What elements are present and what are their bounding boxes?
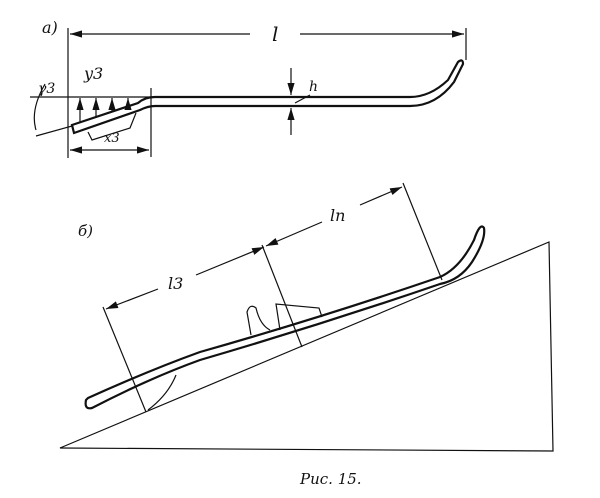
l3-label: l3 <box>168 274 184 293</box>
ln-dimension-line-right <box>359 186 403 206</box>
l3-extension-left <box>102 306 147 413</box>
x3-label: x3 <box>104 131 120 146</box>
middle-extension <box>261 244 303 348</box>
binding-plate-a <box>87 112 137 141</box>
ln-extension-right <box>402 182 443 281</box>
angle-arc <box>33 83 46 131</box>
ski-a <box>70 59 465 135</box>
heel-binding <box>246 305 271 336</box>
figure-b-label: б) <box>78 222 94 240</box>
figure-caption: Рис. 15. <box>300 470 362 488</box>
figure-a-drawing <box>30 28 467 158</box>
rear-support <box>147 374 177 411</box>
l3-dimension-line <box>105 288 159 310</box>
figure-a-label: а) <box>42 18 58 37</box>
h-leader <box>294 94 311 104</box>
ln-label: lп <box>330 206 346 225</box>
length-label: l <box>272 22 279 46</box>
y3-label: y3 <box>84 64 104 83</box>
h-label: h <box>309 79 319 95</box>
slope-triangle <box>59 241 554 452</box>
figure-b-drawing <box>59 182 554 452</box>
angle-line <box>35 125 73 137</box>
ski-b <box>84 225 486 410</box>
toe-binding <box>275 303 323 331</box>
gamma3-label: γ3 <box>38 81 56 97</box>
ln-dimension-line <box>265 221 323 247</box>
l3-dimension-line-right <box>195 246 265 276</box>
